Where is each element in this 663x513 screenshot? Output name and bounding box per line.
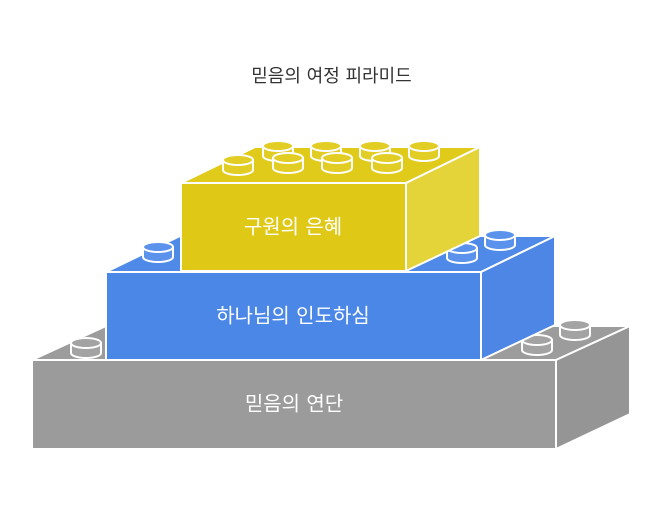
stud <box>408 140 440 162</box>
brick-bottom-studs <box>70 319 591 359</box>
brick-middle-studs <box>142 229 516 264</box>
stud <box>446 242 478 264</box>
brick-top-front-face <box>180 182 407 272</box>
stud <box>222 154 254 176</box>
level-label-middle: 하나님의 인도하심 <box>216 304 370 328</box>
stud <box>272 152 304 174</box>
stud <box>559 319 591 341</box>
stud <box>70 337 102 359</box>
stud <box>142 241 174 263</box>
stud <box>321 152 353 174</box>
brick-top: 구원의 은혜 <box>180 140 481 272</box>
stud <box>371 152 403 174</box>
diagram-title: 믿음의 여정 피라미드 <box>251 66 412 87</box>
brick-middle-front-face <box>105 271 482 361</box>
stud <box>484 229 516 251</box>
brick-bottom-front-face <box>31 359 557 450</box>
level-label-top: 구원의 은혜 <box>244 215 342 239</box>
brick-top-studs <box>222 140 440 176</box>
level-label-bottom: 믿음의 연단 <box>245 392 343 416</box>
